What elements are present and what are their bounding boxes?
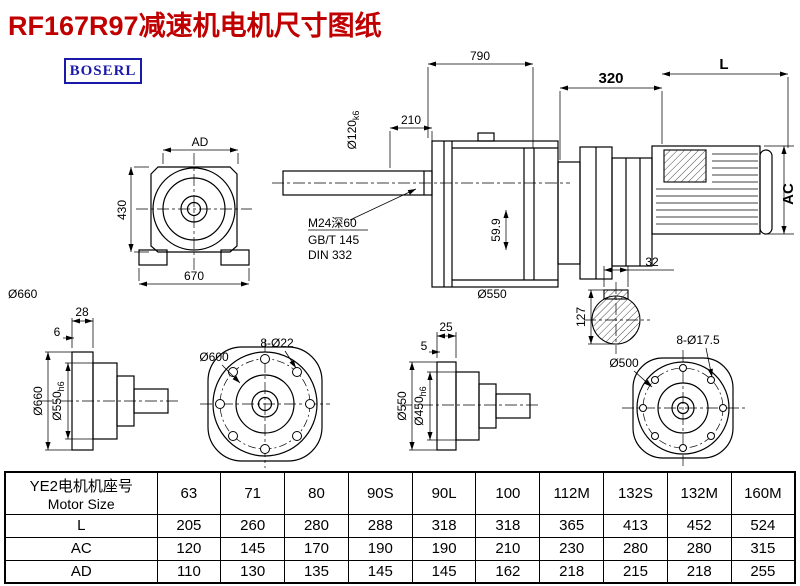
table-cell: 110: [156, 559, 222, 584]
table-cell: 255: [730, 559, 796, 584]
table-cell: 280: [666, 536, 732, 561]
table-cell: 524: [730, 513, 796, 538]
dim-flange-550: Ø550: [477, 287, 507, 301]
table-cell: 288: [347, 513, 413, 538]
dim-shaft-dia: Ø120k6: [345, 111, 361, 150]
dim-59-9: 59.9: [489, 218, 503, 242]
frame-size: 132M: [666, 471, 732, 515]
standard-gbt145: GB/T 145: [308, 233, 359, 247]
dim-flange1-bc: Ø600: [199, 350, 229, 364]
dim-flange1-6: 6: [54, 325, 61, 339]
frame-size: 71: [220, 471, 286, 515]
table-cell: 135: [284, 559, 349, 584]
dim-key-32: 32: [645, 255, 659, 269]
frame-size: 132S: [603, 471, 668, 515]
dim-flange1-28: 28: [75, 305, 89, 319]
table-cell: 230: [539, 536, 605, 561]
table-cell: 260: [220, 513, 286, 538]
row-label: AD: [4, 559, 158, 584]
table-cell: 145: [347, 559, 413, 584]
standard-din332: DIN 332: [308, 248, 352, 262]
table-cell: 190: [411, 536, 477, 561]
dim-overall-790: 790: [470, 49, 490, 63]
table-row-AC: AC 120 145 170 190 190 210 230 280 280 3…: [4, 536, 796, 561]
motor-dimension-table: YE2电机机座号 Motor Size 63 71 80 90S 90L 100…: [4, 471, 796, 584]
table-cell: 318: [411, 513, 477, 538]
motor-view: 320 L AC: [557, 56, 797, 280]
dim-ad: AD: [192, 135, 209, 149]
dim-motor-L: L: [719, 56, 728, 73]
table-cell: 145: [220, 536, 286, 561]
table-cell: 452: [666, 513, 732, 538]
dim-flange2-5: 5: [421, 339, 428, 353]
gearbox-side-view: 790 210 Ø120k6 M24深60 GB/T 145 DIN 332 5…: [272, 49, 570, 301]
table-row-L: L 205 260 280 288 318 318 365 413 452 52…: [4, 513, 796, 538]
frame-size: 90L: [411, 471, 477, 515]
table-cell: 365: [539, 513, 605, 538]
table-cell: 218: [539, 559, 605, 584]
flange2-bolt-holes: [639, 364, 727, 452]
table-header-row: YE2电机机座号 Motor Size 63 71 80 90S 90L 100…: [4, 471, 796, 515]
dim-flange2-spigot: Ø450h6: [412, 386, 428, 425]
frame-size: 90S: [347, 471, 413, 515]
shaft-section-view: 32 127: [574, 255, 674, 354]
motor-size-header: YE2电机机座号 Motor Size: [4, 471, 158, 515]
motor-fins: [656, 153, 758, 225]
frame-size: 80: [284, 471, 349, 515]
table-cell: 218: [666, 559, 732, 584]
frame-size: 160M: [730, 471, 796, 515]
dim-flange1-spigot: Ø550h6: [50, 381, 66, 420]
table-cell: 413: [603, 513, 668, 538]
table-cell: 190: [347, 536, 413, 561]
dim-flange2-25: 25: [439, 320, 453, 334]
dim-flange2-od: Ø550: [395, 391, 409, 421]
dim-od-660: Ø660: [8, 287, 38, 301]
flange1-side-view: 28 6 Ø660 Ø550h6: [31, 305, 178, 451]
row-label: L: [4, 513, 158, 538]
frame-size: 112M: [539, 471, 605, 515]
tap-callout: M24深60: [308, 216, 357, 230]
table-cell: 205: [156, 513, 222, 538]
table-cell: 120: [156, 536, 222, 561]
row-label: AC: [4, 536, 158, 561]
motor-size-header-cn: YE2电机机座号: [29, 477, 133, 495]
dim-motor-AC: AC: [780, 183, 797, 205]
flange2-side-view: 25 5 Ø550 Ø450h6: [395, 320, 540, 451]
dim-flange1-holes: 8-Ø22: [260, 336, 294, 350]
table-cell: 280: [603, 536, 668, 561]
brand-logo: BOSERL: [64, 58, 142, 84]
frame-size: 63: [156, 471, 222, 515]
dim-width-670: 670: [184, 269, 204, 283]
dim-height-430: 430: [115, 200, 129, 220]
table-row-AD: AD 110 130 135 145 145 162 218 215 218 2…: [4, 559, 796, 584]
table-cell: 145: [411, 559, 477, 584]
dim-section-127: 127: [574, 307, 588, 327]
table-cell: 315: [730, 536, 796, 561]
table-cell: 170: [284, 536, 349, 561]
technical-drawing: AD 430 670 Ø660: [8, 49, 797, 468]
table-cell: 280: [284, 513, 349, 538]
flange1-front-view: Ø600 8-Ø22: [199, 336, 330, 468]
page-title: RF167R97减速机电机尺寸图纸: [8, 11, 382, 41]
dim-flange1-od: Ø660: [31, 386, 45, 416]
table-cell: 215: [603, 559, 668, 584]
dim-adapter-320: 320: [598, 70, 623, 87]
frame-size: 100: [475, 471, 541, 515]
motor-size-header-en: Motor Size: [47, 495, 115, 512]
dim-flange2-bc: Ø500: [609, 356, 639, 370]
table-cell: 318: [475, 513, 541, 538]
table-cell: 210: [475, 536, 541, 561]
flange2-front-view: Ø500 8-Ø17.5: [609, 333, 746, 466]
front-view: AD 430 670 Ø660: [8, 135, 252, 301]
table-cell: 162: [475, 559, 541, 584]
terminal-box: [663, 149, 707, 183]
table-cell: 130: [220, 559, 286, 584]
dim-flange2-holes: 8-Ø17.5: [676, 333, 720, 347]
dim-shaft-210: 210: [401, 113, 421, 127]
